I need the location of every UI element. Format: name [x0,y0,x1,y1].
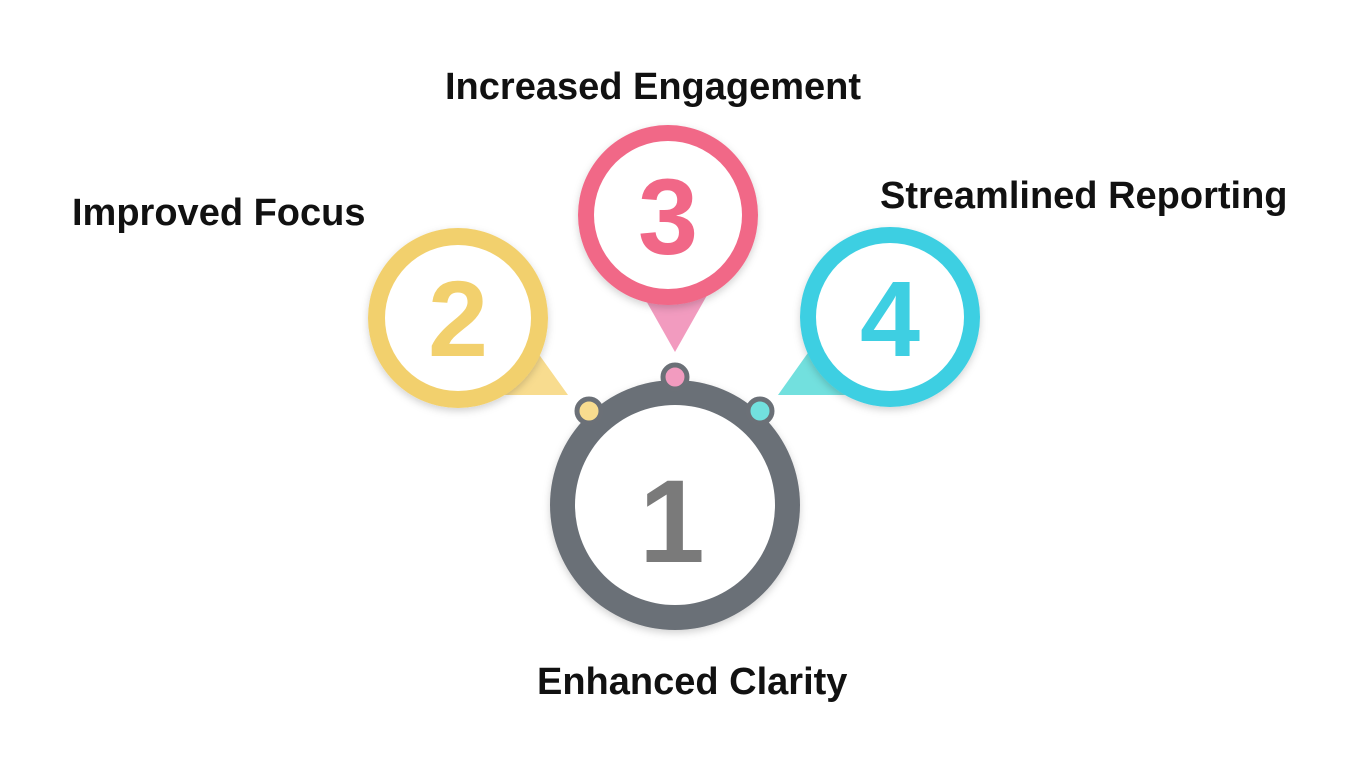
step-1-face [575,405,775,605]
step-4-number: 4 [860,258,920,379]
step-3-number: 3 [638,156,698,277]
step-1-number: 1 [639,456,705,588]
step-3-pointer [640,290,710,352]
step-2-number: 2 [428,258,488,379]
step-4-face [816,243,964,391]
step-2-pin: 2 [368,228,568,408]
step-3-pin: 3 [578,125,758,352]
step-1-label: Enhanced Clarity [537,661,848,703]
step-3-face [594,141,742,289]
step-4-pin: 4 [778,227,980,407]
step-1-hub: 1 [550,380,800,630]
step-2-label: Improved Focus [72,192,366,234]
step-2-face [385,245,531,391]
step-4-connector-dot [745,396,775,426]
step-4-label: Streamlined Reporting [880,175,1288,217]
step-3-connector-dot [660,362,690,392]
step-2-connector-dot [574,396,604,426]
step-3-label: Increased Engagement [445,66,862,108]
